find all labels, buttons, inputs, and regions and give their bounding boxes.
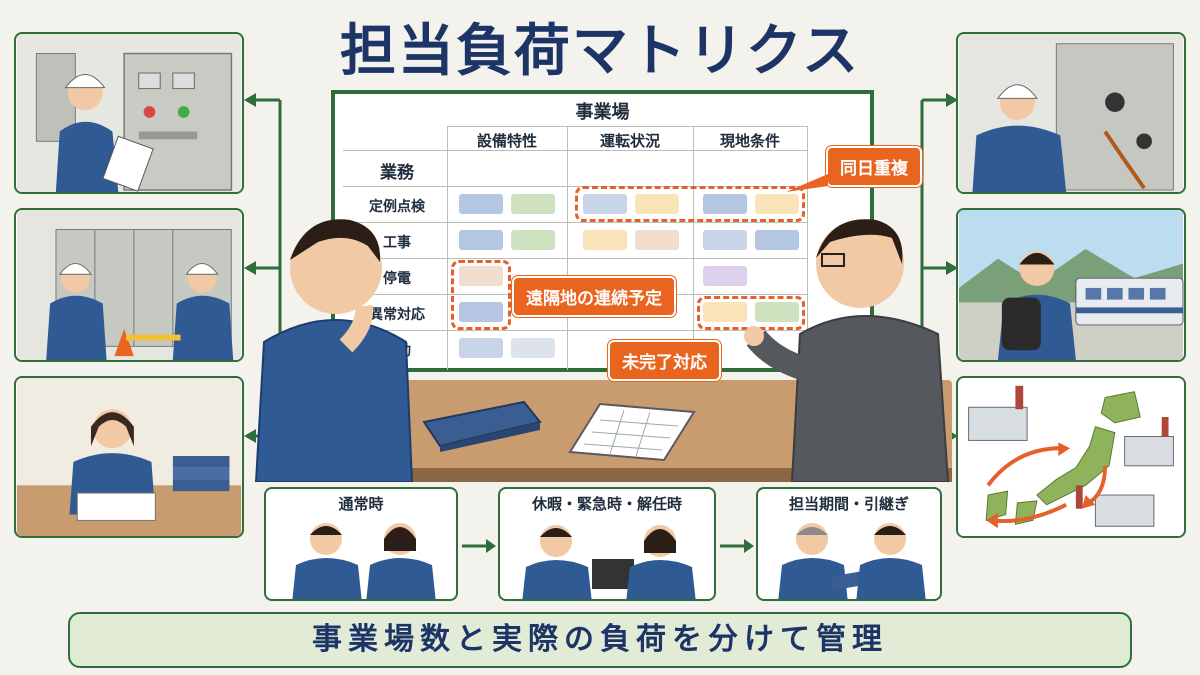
callout-remote: 遠隔地の連続予定 [512, 276, 676, 317]
binder-illustration [422, 400, 542, 452]
flow-arrow-icon [462, 539, 496, 553]
engineer-thinking-illustration [254, 219, 414, 482]
clipboard-illustration [568, 402, 696, 462]
flow-handover-label: 担当期間・引継ぎ [788, 495, 909, 513]
page-title: 担当負荷マトリクス [339, 19, 861, 84]
flow-normal: 通常時 [264, 487, 458, 601]
panel-construction-left [14, 208, 244, 362]
flow-leave: 休暇・緊急時・解任時 [498, 487, 716, 601]
col-operation: 運転状況 [599, 132, 660, 150]
flow-arrow-icon [720, 539, 754, 553]
callout-same-day-pointer [786, 174, 828, 192]
panel-travel-right [956, 208, 1186, 362]
flow-leave-label: 休暇・緊急時・解任時 [531, 495, 682, 513]
row-abnormal: 異常対応 [369, 307, 425, 323]
row-outage: 停電 [383, 271, 411, 287]
panel-inspection-right [956, 32, 1186, 194]
callout-incomplete: 未完了対応 [608, 340, 721, 381]
row-header: 業務 [380, 163, 414, 183]
meeting-table-edge [262, 468, 952, 482]
row-routine: 定例点検 [369, 199, 425, 215]
row-construction: 工事 [383, 235, 411, 251]
japan-map-icon [985, 391, 1141, 525]
flow-handover: 担当期間・引継ぎ [756, 487, 942, 601]
matrix-header: 事業場 [575, 102, 630, 123]
panel-inspection-left [14, 32, 244, 194]
col-site: 現地条件 [719, 132, 780, 150]
factory-icon [968, 385, 1174, 527]
highlight-remote [451, 260, 511, 330]
manager-pointing-illustration [744, 219, 950, 482]
panel-map-right [956, 376, 1186, 538]
flow-normal-label: 通常時 [338, 495, 384, 513]
panel-desk-left [14, 376, 244, 538]
col-equipment: 設備特性 [476, 132, 537, 150]
callout-same-day: 同日重複 [826, 146, 922, 187]
summary-banner: 事業場数と実際の負荷を分けて管理 [68, 612, 1132, 668]
highlight-same-day [575, 186, 805, 222]
load-matrix: 事業場 設備特性 運転状況 現地条件 業務 定例点検 工事 停電 異常対応 移動 [331, 90, 874, 372]
